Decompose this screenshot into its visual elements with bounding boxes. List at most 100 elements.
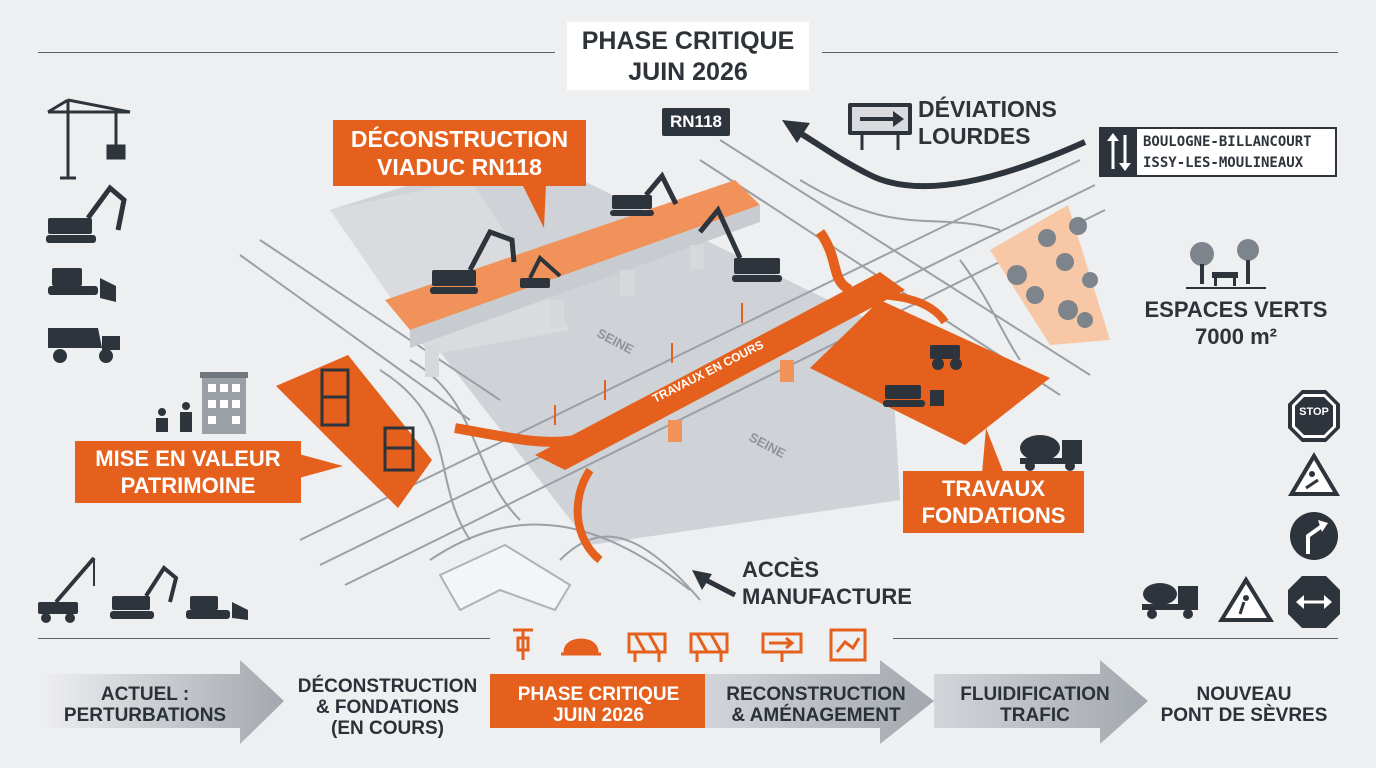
plan-icon [829, 628, 867, 662]
hard-hat-icon [561, 638, 601, 656]
callout-espaces-verts-line1: ESPACES VERTS [1144, 297, 1328, 322]
timeline-icons [513, 628, 867, 662]
timeline-step-2-line2: & FONDATIONS [315, 697, 460, 718]
destination-sign: BOULOGNE-BILLANCOURT ISSY-LES-MOULINEAUX [1099, 127, 1337, 177]
callout-deconstruction-line2: VIADUC RN118 [377, 154, 542, 180]
site-map: SEINE SEINE TRAVAUX EN COURS [239, 103, 1110, 612]
timeline-arrow-2 [490, 674, 705, 728]
callout-patrimoine-line2: PATRIMOINE [120, 473, 256, 498]
timeline-step-4-line1: RECONSTRUCTION [726, 684, 906, 705]
bottom-right-icons [1142, 576, 1274, 622]
callout-patrimoine-pointer [299, 454, 343, 478]
excavator-icon [46, 184, 127, 243]
timeline-step-2-line3: (EN COURS) [331, 718, 444, 739]
callout-acces-line2: MANUFACTURE [742, 584, 912, 609]
direction-sign-icon [761, 632, 803, 662]
bulldozer-icon [48, 268, 116, 302]
timeline-step-5-line1: FLUIDIFICATION [960, 684, 1110, 705]
timeline-step-2-line1: DÉCONSTRUCTION [297, 676, 478, 697]
timeline-step-1-line2: PERTURBATIONS [63, 705, 227, 726]
timeline-arrows [40, 660, 1148, 744]
top-rule-left [38, 52, 555, 53]
timeline-step-6-line2: PONT DE SÈVRES [1160, 705, 1328, 726]
green-zone-trees [1007, 217, 1098, 328]
callout-patrimoine-line1: MISE EN VALEUR [95, 446, 281, 471]
callout-fondations-pointer [982, 428, 1004, 474]
scaffolding-icon [320, 368, 415, 472]
callout-deconstruction-line1: DÉCONSTRUCTION [350, 126, 569, 152]
bottom-rule-left [38, 638, 490, 639]
timeline-step-3-line1: PHASE CRITIQUE [517, 684, 680, 705]
timeline-step-1-line1: ACTUEL : [100, 684, 190, 705]
timeline-step-5-line2: TRAFIC [1000, 705, 1070, 726]
bottom-machinery [38, 556, 248, 623]
stop-sign-icon [1288, 390, 1340, 442]
callout-deconstruction-pointer [522, 184, 546, 228]
timeline-step-2: DÉCONSTRUCTION & FONDATIONS (EN COURS) [280, 676, 495, 739]
foundations-zone [810, 300, 1050, 445]
concrete-mixer-icon [1142, 583, 1198, 619]
concrete-mixer-icon [1020, 435, 1082, 471]
title-line1: PHASE CRITIQUE [581, 27, 795, 55]
callout-fondations-line1: TRAVAUX [941, 476, 1046, 501]
callout-acces: ACCÈS MANUFACTURE [742, 556, 952, 610]
park-icon [1186, 239, 1266, 289]
callout-deviations: DÉVIATIONS LOURDES [918, 96, 1078, 150]
callout-espaces-verts: ESPACES VERTS 7000 m² [1128, 296, 1344, 350]
timeline-step-5: FLUIDIFICATION TRAFIC [940, 684, 1130, 726]
bulldozer-icon [883, 345, 962, 407]
green-zone [990, 205, 1110, 345]
pedestrian-sign-icon [1218, 576, 1274, 622]
excavator-icon [430, 171, 782, 294]
tower-crane-icon [47, 98, 131, 180]
jackhammer-icon [513, 628, 533, 660]
mobile-crane-icon [38, 556, 96, 623]
callout-espaces-verts-line2: 7000 m² [1195, 324, 1277, 349]
callout-acces-line1: ACCÈS [742, 557, 820, 582]
excavator-icon [110, 565, 179, 619]
stop-sign-label: STOP [1299, 406, 1329, 418]
timeline-arrow-3 [705, 660, 934, 744]
destination-1: BOULOGNE-BILLANCOURT [1143, 134, 1312, 150]
two-way-sign-icon [1288, 576, 1340, 628]
direction-sign-icon [848, 103, 912, 150]
barrier-icon [689, 632, 729, 662]
timeline-step-4-line2: & AMÉNAGEMENT [731, 705, 901, 726]
callout-deconstruction: DÉCONSTRUCTION VIADUC RN118 [333, 120, 586, 186]
timeline-arrow-4 [934, 660, 1148, 744]
title-line2: JUIN 2026 [628, 58, 748, 86]
dump-truck-icon [48, 328, 120, 363]
callout-fondations: TRAVAUX FONDATIONS [903, 471, 1084, 533]
destination-2: ISSY-LES-MOULINEAUX [1143, 155, 1304, 171]
timeline-step-3-line2: JUIN 2026 [553, 705, 644, 726]
callout-patrimoine: MISE EN VALEUR PATRIMOINE [75, 441, 301, 503]
bridge-works [454, 229, 949, 564]
callout-deviations-line1: DÉVIATIONS [918, 96, 1057, 122]
deviation-arrow [793, 127, 1087, 190]
road-signs [1288, 390, 1340, 628]
left-machinery [46, 98, 131, 363]
bulldozer-icon [186, 596, 248, 620]
viaduct-rn118 [385, 180, 760, 377]
roadworks-sign-icon [1288, 452, 1340, 496]
road-badge-rn118: RN118 [662, 108, 730, 136]
heritage-building-icon [156, 372, 248, 434]
timeline-arrow-1 [40, 660, 284, 744]
callout-deviations-line2: LOURDES [918, 123, 1031, 149]
bottom-rule-right [893, 638, 1338, 639]
timeline-step-4: RECONSTRUCTION & AMÉNAGEMENT [712, 684, 920, 726]
timeline-step-6-line1: NOUVEAU [1196, 684, 1292, 705]
timeline-step-6: NOUVEAU PONT DE SÈVRES [1150, 684, 1338, 726]
two-way-arrows-icon [1101, 129, 1137, 175]
workers-icon [156, 402, 192, 432]
page-title: PHASE CRITIQUE JUIN 2026 [567, 22, 809, 90]
timeline-step-3: PHASE CRITIQUE JUIN 2026 [496, 684, 701, 726]
work-flags [554, 303, 743, 425]
top-rule-right [822, 52, 1338, 53]
manufacture-building [438, 543, 572, 612]
road-network [239, 139, 1106, 601]
callout-fondations-line2: FONDATIONS [921, 503, 1066, 528]
timeline-step-1: ACTUEL : PERTURBATIONS [40, 684, 250, 726]
barrier-icon [627, 632, 667, 662]
turn-sign-icon [1290, 512, 1338, 560]
